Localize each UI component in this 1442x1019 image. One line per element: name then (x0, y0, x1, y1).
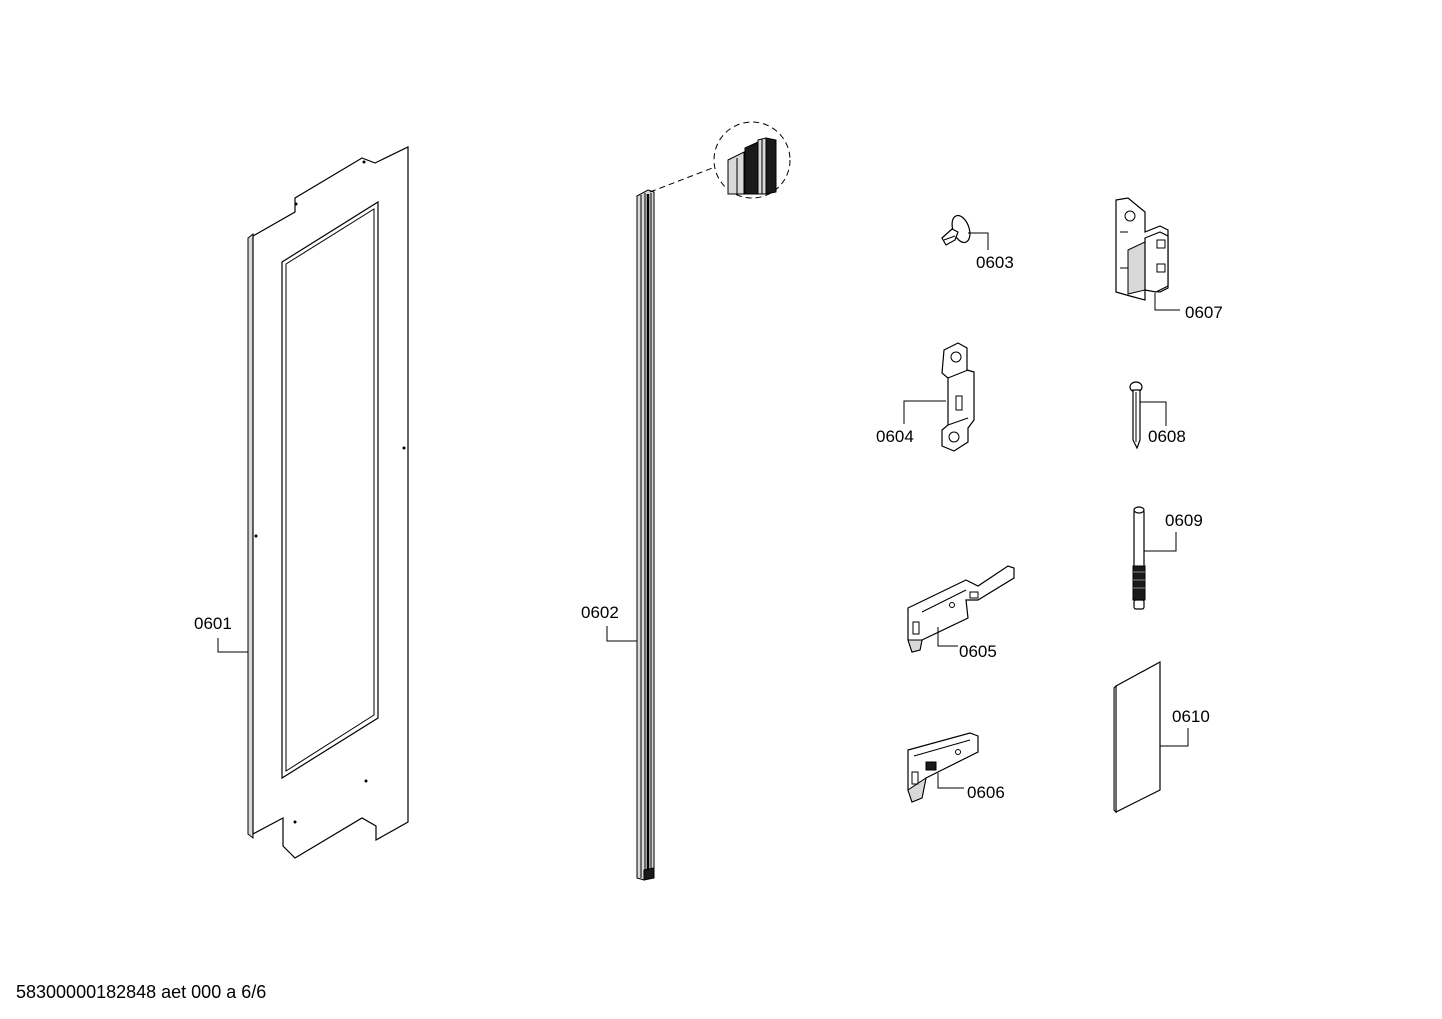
leader-0610 (1160, 728, 1189, 747)
leader-0603 (968, 232, 989, 250)
part-0604-door-bracket[interactable] (941, 342, 975, 452)
callout-0603: 0603 (976, 253, 1014, 272)
callout-0608: 0608 (1148, 427, 1186, 446)
part-0602-seal-strip[interactable] (636, 121, 791, 881)
callout-0607: 0607 (1185, 303, 1223, 322)
part-0603-push-rivet[interactable] (941, 213, 973, 246)
part-0610-adhesive-pad[interactable] (1113, 660, 1161, 814)
leader-0608 (1140, 401, 1167, 426)
callout-0609: 0609 (1165, 511, 1203, 530)
part-0607-hinge-bracket[interactable] (1115, 197, 1169, 301)
part-0608-hinge-pin[interactable] (1129, 381, 1143, 450)
part-0605-long-hinge-plate[interactable] (907, 565, 1015, 653)
leader-0606 (937, 773, 964, 789)
callout-0606: 0606 (967, 783, 1005, 802)
leader-0601 (217, 638, 248, 653)
leader-0609 (1144, 532, 1177, 552)
leader-0604 (903, 400, 946, 424)
callout-0602: 0602 (581, 603, 619, 622)
callout-0610: 0610 (1172, 707, 1210, 726)
leader-0602 (606, 626, 637, 642)
leader-0605 (937, 627, 958, 647)
callout-0604: 0604 (876, 427, 914, 446)
part-0601-door-frame[interactable] (247, 146, 409, 859)
callout-0601: 0601 (194, 614, 232, 633)
part-0606-short-hinge-plate[interactable] (907, 732, 979, 803)
leader-0607 (1154, 293, 1180, 311)
callout-0605: 0605 (959, 642, 997, 661)
drawing-reference-footer: 58300000182848 aet 000 a 6/6 (16, 982, 266, 1002)
part-0609-threaded-pin[interactable] (1132, 506, 1146, 610)
